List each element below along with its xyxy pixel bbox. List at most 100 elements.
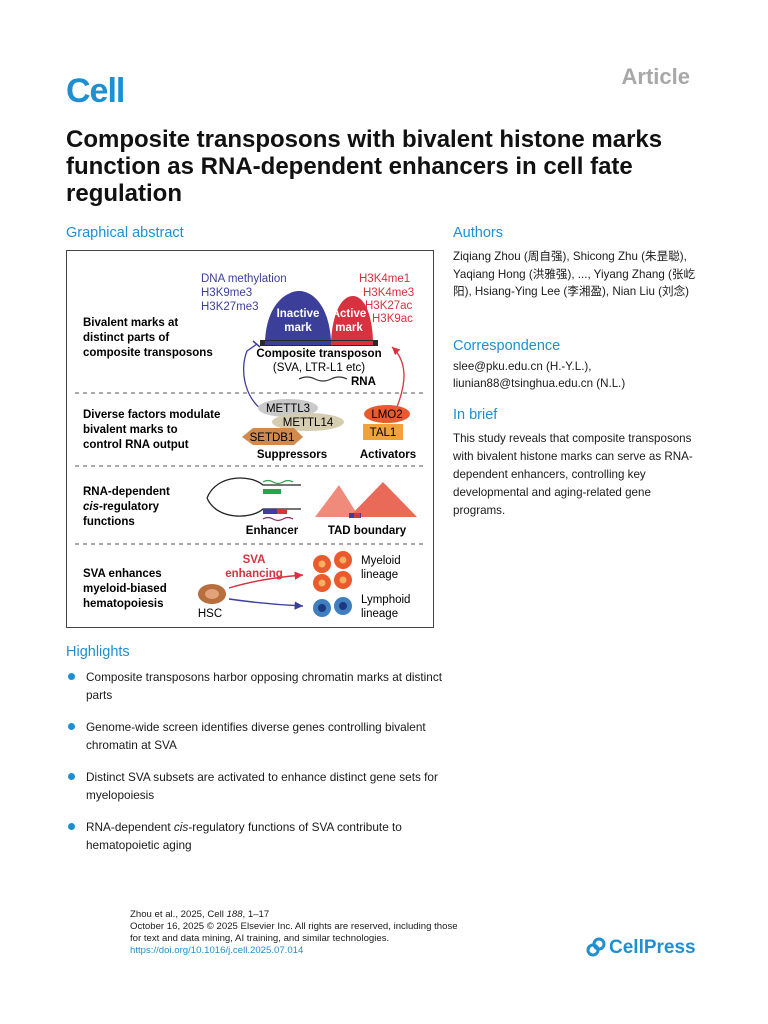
highlight-text: Genome-wide screen identifies diverse ge…	[86, 720, 426, 752]
transposon-inactive-segment	[265, 341, 331, 345]
active-peak-label-2: mark	[335, 322, 363, 334]
inactive-peak-label-2: mark	[284, 322, 312, 334]
highlight-text-part1: RNA-dependent	[86, 820, 174, 834]
enhancer-label: Enhancer	[246, 525, 299, 537]
chromatin-loop	[206, 477, 301, 517]
authors-list: Ziqiang Zhou (周自强), Shicong Zhu (朱昰聪), Y…	[453, 250, 696, 298]
correspondence-heading: Correspondence	[453, 338, 561, 354]
highlight-text: Distinct SVA subsets are activated to en…	[86, 770, 438, 802]
transposon-label: Composite transposon	[256, 348, 381, 360]
lymphoid-label-2: lineage	[361, 608, 398, 620]
mettl14-shape	[272, 413, 344, 431]
cellpress-icon	[586, 937, 606, 957]
panel3-label-cis: cis	[83, 501, 99, 513]
panel-cis-regulatory: RNA-dependent cis-regulatory functions E…	[83, 477, 417, 537]
mettl3-shape	[258, 399, 318, 417]
sva-enhancing-label-2: enhancing	[225, 568, 283, 580]
citation-line-2: October 16, 2025 © 2025 Elsevier Inc. Al…	[130, 921, 458, 932]
citation-line-1: Zhou et al., 2025, Cell 188, 1–17	[130, 909, 270, 920]
publisher-name: CellPress	[609, 937, 696, 958]
mettl14-label: METTL14	[283, 417, 334, 429]
active-mark-2: H3K4me3	[363, 287, 414, 299]
bullet-icon	[68, 673, 75, 680]
myeloid-label-2: lineage	[361, 569, 398, 581]
panel4-label-1: SVA enhances	[83, 568, 162, 580]
lymphoid-cells	[313, 597, 352, 617]
highlight-item: Distinct SVA subsets are activated to en…	[66, 768, 446, 818]
tal1-label: TAL1	[370, 427, 397, 439]
panel1-label-3: composite transposons	[83, 347, 213, 359]
highlight-text-italic: cis	[173, 820, 189, 834]
bullet-icon	[68, 823, 75, 830]
highlights-list: Composite transposons harbor opposing ch…	[66, 668, 446, 868]
myeloid-label-1: Myeloid	[361, 555, 401, 567]
correspondence-email-2[interactable]: liunian88@tsinghua.edu.cn (N.L.)	[453, 377, 626, 390]
highlight-item: RNA-dependent cis-regulatory functions o…	[66, 818, 446, 868]
suppressors-label: Suppressors	[257, 449, 327, 461]
sva-enhancing-label-1: SVA	[243, 554, 266, 566]
inactive-peak-label-1: Inactive	[277, 308, 320, 320]
myeloid-arrow	[228, 571, 304, 589]
inactive-mark-1: DNA methylation	[201, 273, 287, 285]
lmo2-label: LMO2	[371, 409, 402, 421]
tad-left	[315, 485, 359, 517]
graphical-abstract-heading: Graphical abstract	[66, 225, 184, 241]
mettl3-label: METTL3	[266, 403, 310, 415]
doi-link[interactable]: https://doi.org/10.1016/j.cell.2025.07.0…	[130, 945, 304, 956]
article-type-label: Article	[621, 64, 690, 89]
authors-heading: Authors	[453, 225, 503, 241]
active-mark-4: H3K9ac	[372, 313, 413, 325]
loop-blue-segment	[263, 509, 277, 514]
publisher-logo: CellPress	[586, 937, 696, 959]
panel4-label-2: myeloid-biased	[83, 583, 167, 595]
article-title: Composite transposons with bivalent hist…	[66, 126, 663, 207]
panel4-label-3: hematopoiesis	[83, 598, 164, 610]
tad-boundary-label: TAD boundary	[328, 525, 407, 537]
panel2-label-2: bivalent marks to	[83, 424, 178, 436]
rna-label: RNA	[351, 376, 376, 388]
setdb1-shape	[242, 428, 303, 445]
myeloid-cells	[313, 551, 352, 592]
active-mark-3: H3K27ac	[365, 300, 413, 312]
panel-bivalent-marks: Bivalent marks at distinct parts of comp…	[83, 273, 414, 414]
activator-arrow	[391, 346, 405, 408]
active-mark-1: H3K4me1	[359, 273, 410, 285]
rna-squiggle	[298, 376, 348, 382]
highlight-item: Composite transposons harbor opposing ch…	[66, 668, 446, 718]
graphical-abstract-svg: Bivalent marks at distinct parts of comp…	[75, 273, 425, 620]
panel3-label-2: -regulatory	[99, 501, 160, 513]
transposon-examples: (SVA, LTR-L1 etc)	[273, 362, 365, 374]
lymphoid-arrow	[228, 598, 304, 610]
highlight-item: Genome-wide screen identifies diverse ge…	[66, 718, 446, 768]
lymphoid-label-1: Lymphoid	[361, 594, 410, 606]
loop-red-segment	[277, 509, 287, 514]
setdb1-label: SETDB1	[250, 432, 295, 444]
loop-green-segment	[263, 489, 281, 494]
active-mark-peak	[331, 296, 373, 341]
active-peak-label-1: Active	[332, 308, 367, 320]
inactive-mark-2: H3K9me3	[201, 287, 252, 299]
bullet-icon	[68, 723, 75, 730]
inactive-mark-3: H3K27me3	[201, 301, 259, 313]
graphical-abstract-figure: Bivalent marks at distinct parts of comp…	[66, 250, 434, 628]
correspondence-email-1[interactable]: slee@pku.edu.cn (H.-Y.L.),	[453, 360, 592, 373]
panel2-label-1: Diverse factors modulate	[83, 409, 220, 421]
in-brief-heading: In brief	[453, 407, 498, 423]
lmo2-shape	[364, 405, 410, 423]
tal1-shape	[363, 424, 403, 440]
svg-text:cis-regulatory: cis-regulatory	[83, 501, 160, 513]
highlight-text: Composite transposons harbor opposing ch…	[86, 670, 443, 702]
panel2-label-3: control RNA output	[83, 439, 189, 451]
inactive-mark-peak	[265, 291, 331, 341]
citation-line-3: for text and data mining, AI training, a…	[130, 933, 390, 944]
panel1-label-2: distinct parts of	[83, 332, 169, 344]
transposon-active-segment	[331, 341, 373, 345]
panel3-label-3: functions	[83, 516, 135, 528]
panel-hematopoiesis: SVA enhances myeloid-biased hematopoiesi…	[83, 551, 410, 620]
citation-block: Zhou et al., 2025, Cell 188, 1–17 Octobe…	[130, 909, 550, 957]
highlight-text-part2: -regulatory functions of SVA contribute …	[86, 820, 402, 852]
panel3-label-1: RNA-dependent	[83, 486, 170, 498]
panel-factors: Diverse factors modulate bivalent marks …	[83, 399, 416, 461]
bullet-icon	[68, 773, 75, 780]
tad-right	[349, 482, 417, 517]
